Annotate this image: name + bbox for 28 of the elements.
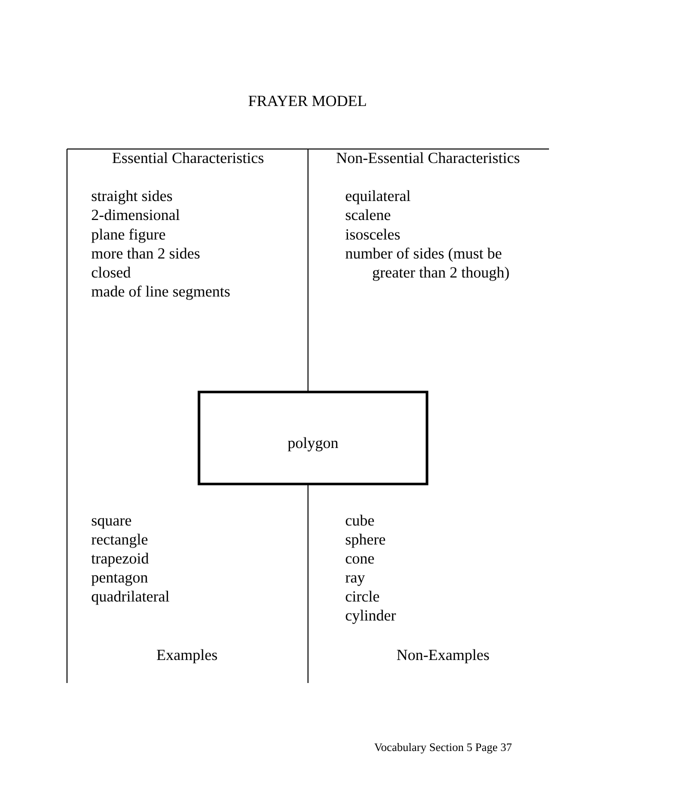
quadrant-heading: Non-Examples	[396, 649, 489, 664]
list-item: square	[92, 518, 132, 529]
list-item: plane figure	[91, 228, 166, 243]
page-footer: Vocabulary Section 5 Page 37	[374, 743, 512, 754]
list-item: straight sides	[92, 190, 172, 204]
list-item: isosceles	[346, 228, 400, 240]
title: FRAYER MODEL	[248, 96, 366, 106]
list-item: trapezoid	[91, 552, 149, 567]
quadrant-heading: Essential Characteristics	[112, 152, 264, 164]
list-item: quadrilateral	[92, 590, 170, 605]
list-item: sphere	[346, 534, 386, 548]
list-item: number of sides (must be greater than 2 though)	[346, 248, 509, 281]
term-box: polygon	[198, 390, 428, 486]
list-item: pentagon	[91, 574, 148, 586]
list-item: ray	[346, 575, 365, 586]
quadrant-heading: Examples	[156, 649, 218, 664]
list-item: 2-dimensional	[92, 209, 180, 220]
list-item: made of line segments	[92, 286, 230, 300]
list-item: circle	[346, 590, 380, 602]
list-item: equilateral	[346, 190, 410, 204]
list-item: closed	[92, 266, 131, 278]
list-item: cylinder	[346, 610, 396, 624]
quadrant-heading: Non-Essential Characteristics	[336, 152, 520, 164]
list-item: cube	[346, 514, 374, 526]
list-item: cone	[346, 556, 374, 564]
list-item: scalene	[346, 209, 390, 220]
list-item: more than 2 sides	[92, 248, 200, 259]
list-item: rectangle	[92, 534, 148, 548]
